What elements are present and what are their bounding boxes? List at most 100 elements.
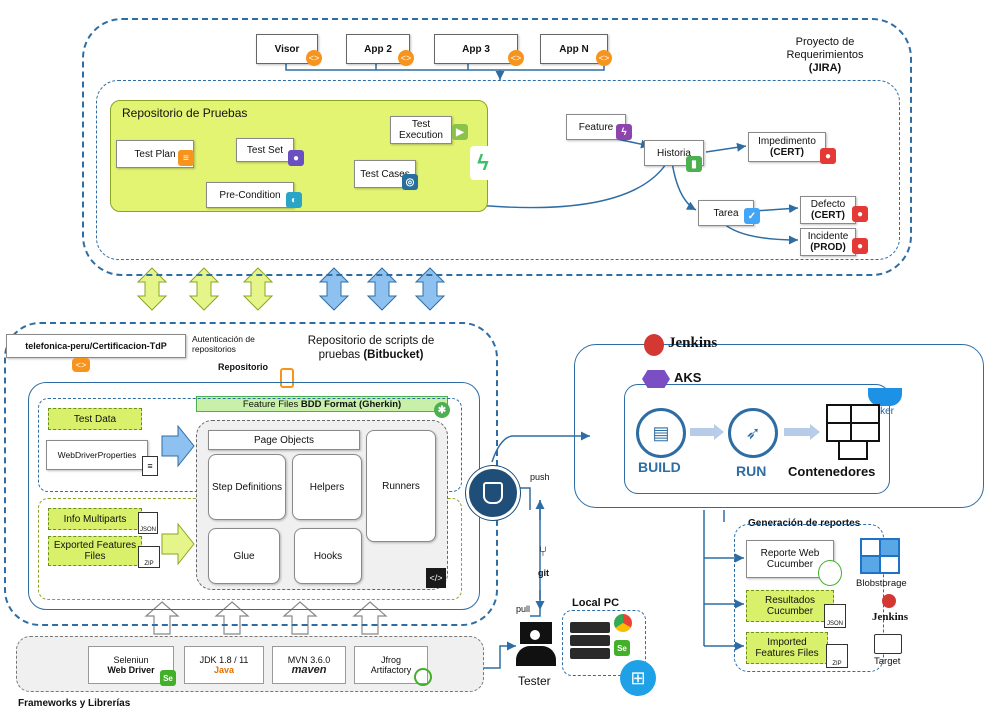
local-pc-label: Local PC (572, 597, 620, 609)
blob-cell-4 (881, 557, 898, 572)
historia-icon: ▮ (686, 156, 702, 172)
test-set-icon: ● (288, 150, 304, 166)
glue-box[interactable]: Glue (208, 528, 280, 584)
container-4 (850, 422, 880, 442)
contenedores-label: Contenedores (788, 464, 876, 479)
target-folder-icon (874, 634, 902, 654)
imported-features-box[interactable]: Imported Features Files (746, 632, 828, 664)
json-file-icon: JSON (138, 512, 158, 534)
feature-icon: ϟ (616, 124, 632, 140)
appn-code-icon: <> (596, 50, 612, 66)
info-multiparts-box[interactable]: Info Multiparts (48, 508, 142, 530)
container-5 (838, 440, 868, 460)
repo-pruebas-title: Repositorio de Pruebas (122, 106, 248, 120)
jenkins-small-label: Jenkins (872, 611, 909, 623)
bucket-shape (483, 482, 503, 504)
jfrog-icon (414, 668, 432, 686)
impedimento-icon: ● (820, 148, 836, 164)
webdriver-properties-box[interactable]: WebDriverProperties (46, 440, 148, 470)
jenkins-logo-icon (644, 334, 664, 356)
build-label: BUILD (638, 459, 681, 475)
app-visor-button[interactable]: Visor (256, 34, 318, 64)
app-3-button[interactable]: App 3 (434, 34, 518, 64)
helpers-box[interactable]: Helpers (292, 454, 362, 520)
reportes-title: Generación de reportes (748, 518, 861, 529)
tester-label: Tester (518, 674, 551, 688)
frameworks-title: Frameworks y Librerías (18, 698, 131, 709)
jdk-box[interactable]: JDK 1.8 / 11 Java (184, 646, 264, 684)
tarea-icon: ✓ (744, 208, 760, 224)
page-objects-box[interactable]: Page Objects (208, 430, 360, 450)
gherkin-icon: ✱ (434, 402, 450, 418)
blobstorage-label: Blobstorage (856, 578, 907, 589)
defecto-node[interactable]: Defecto(CERT) (800, 196, 856, 224)
server-rack-3 (570, 648, 610, 659)
pull-label: pull (516, 604, 531, 614)
code-file-icon: </> (426, 568, 446, 588)
feature-files-bar: Feature Files BDD Format (Gherkin) (196, 396, 448, 412)
defecto-icon: ● (852, 206, 868, 222)
repositorio-label: Repositorio (218, 362, 269, 372)
aks-frame (624, 384, 890, 494)
repositorio-icon (280, 368, 294, 388)
windows-icon: ⊞ (620, 660, 656, 696)
chrome-icon (614, 614, 632, 632)
server-rack-2 (570, 635, 610, 646)
selenium-icon: Se (160, 670, 176, 686)
gray-up-arrows (144, 601, 388, 635)
git-label: git (538, 568, 549, 578)
build-stage-icon: ▤ (636, 408, 686, 458)
app3-code-icon: <> (508, 50, 524, 66)
pre-condition-icon: ◐ (286, 192, 302, 208)
jenkins-small-icon (882, 594, 896, 608)
selenium-local-icon: Se (614, 640, 630, 656)
tarea-node[interactable]: Tarea (698, 200, 754, 226)
maven-box[interactable]: MVN 3.6.0 maven (272, 646, 346, 684)
push-label: push (530, 472, 550, 482)
impedimento-node[interactable]: Impedimento(CERT) (748, 132, 826, 162)
jira-outer-border (82, 18, 912, 276)
blobstorage-icon (860, 538, 900, 574)
step-definitions-box[interactable]: Step Definitions (208, 454, 286, 520)
test-data-box[interactable]: Test Data (48, 408, 142, 430)
server-rack-1 (570, 622, 610, 633)
properties-file-icon: ≡ (142, 456, 158, 476)
aks-icon (642, 370, 670, 388)
zip-report-icon: ZIP (826, 644, 848, 668)
jenkins-outer-frame (574, 344, 984, 508)
app2-code-icon: <> (398, 50, 414, 66)
git-icon: ⑂ (538, 543, 548, 559)
visor-code-icon: <> (306, 50, 322, 66)
incidente-node[interactable]: Incidente(PROD) (800, 228, 856, 256)
lime-double-arrow (136, 267, 274, 311)
xray-lightning-icon: ϟ (470, 146, 496, 180)
person-body (516, 646, 556, 666)
repo-path-label: telefonica-peru/Certificacion-TdP (6, 334, 186, 358)
jenkins-title: Jenkins (668, 335, 718, 351)
test-cases-icon: ◎ (402, 174, 418, 190)
blue-double-arrow (318, 267, 446, 311)
tester-icon (516, 622, 556, 666)
cucumber-icon (818, 560, 842, 586)
test-set-node[interactable]: Test Set (236, 138, 294, 162)
bitbucket-icon[interactable] (466, 466, 520, 520)
blob-cell-2 (881, 540, 898, 555)
containers-icon (826, 404, 880, 460)
test-execution-node[interactable]: Test Execution (390, 116, 452, 144)
auth-label: Autenticación de repositorios (192, 334, 255, 354)
person-head (530, 630, 540, 640)
exported-features-box[interactable]: Exported Features Files (48, 536, 142, 566)
target-label: Target (874, 656, 901, 667)
aks-label: AKS (674, 370, 702, 385)
test-plan-icon: ≡ (178, 150, 194, 166)
json-report-icon: JSON (824, 604, 846, 628)
run-label: RUN (736, 463, 767, 479)
selenium-box[interactable]: Seleniun Web Driver (88, 646, 174, 684)
runners-box[interactable]: Runners (366, 430, 436, 542)
hooks-box[interactable]: Hooks (294, 528, 362, 584)
zip-file-icon: ZIP (138, 546, 160, 568)
pre-condition-node[interactable]: Pre-Condition (206, 182, 294, 208)
run-stage-icon: ➶ (728, 408, 778, 458)
resultados-box[interactable]: Resultados Cucumber (746, 590, 834, 622)
container-2 (850, 404, 880, 424)
